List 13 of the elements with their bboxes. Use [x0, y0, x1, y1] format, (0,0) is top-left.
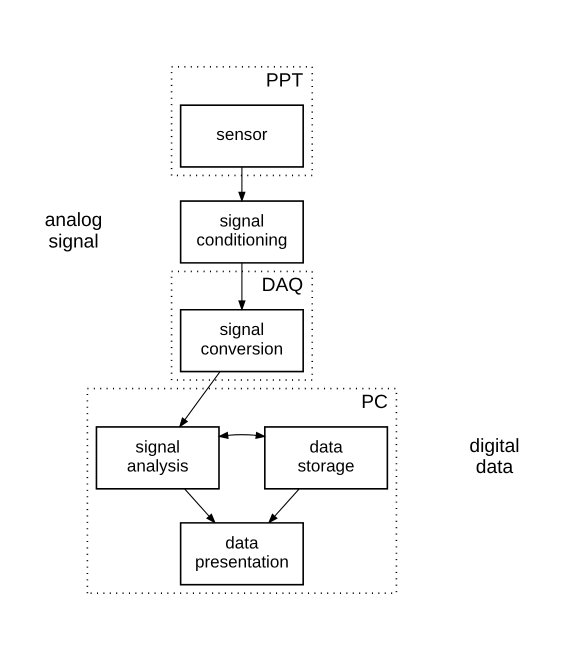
arrow [238, 263, 246, 312]
arrow [218, 432, 266, 440]
node-box: sensor [180, 104, 304, 168]
node-box: data presentation [180, 522, 304, 586]
arrow [268, 488, 300, 524]
node-box: signal analysis [96, 426, 220, 490]
arrow [238, 167, 246, 202]
node-box: data storage [264, 426, 388, 490]
node-box: signal conversion [180, 308, 304, 372]
arrow [184, 488, 216, 524]
label: digital data [469, 436, 520, 478]
label: analog signal [44, 210, 102, 252]
node-box: signal conditioning [180, 200, 304, 264]
